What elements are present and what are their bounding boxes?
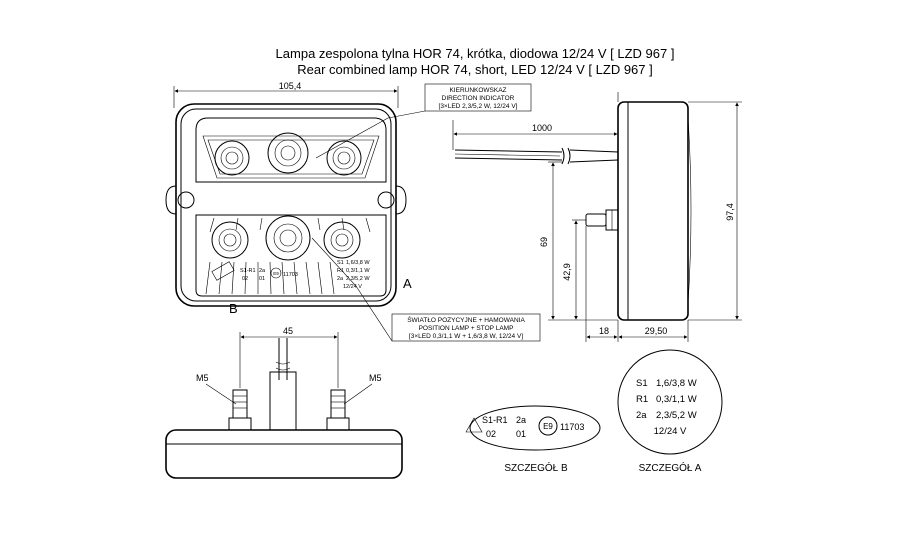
marker-a: A [403,276,412,291]
height-total-dim: 97,4 [725,203,735,221]
svg-text:01: 01 [516,429,526,439]
svg-text:S1: S1 [337,260,344,266]
svg-text:2a: 2a [337,276,344,282]
svg-text:R1: R1 [636,394,648,405]
svg-text:01: 01 [259,276,265,282]
svg-text:S1-R1: S1-R1 [240,268,256,274]
svg-text:E9: E9 [543,422,553,431]
detail-a: S1 1,6/3,8 W R1 0,3/1,1 W 2a 2,3/5,2 W 1… [617,349,723,474]
svg-text:2,3/5,2 W: 2,3/5,2 W [346,276,370,282]
stud-low-dim: 42,9 [562,263,572,281]
position-stop-section [195,214,387,297]
detail-b-caption: SZCZEGÓŁ B [504,461,568,474]
svg-text:KIERUNKOWSKAZ: KIERUNKOWSKAZ [449,87,506,94]
svg-text:E9: E9 [273,271,279,276]
side-offset-dim: 18 [599,326,609,336]
svg-text:1,6/3,8 W: 1,6/3,8 W [346,260,370,266]
stud-spacing-dim: 45 [283,326,293,336]
indicator-leds [214,132,362,176]
svg-text:ŚWIATŁO POZYCYJNE + HAMOWANIA: ŚWIATŁO POZYCYJNE + HAMOWANIA [407,315,525,324]
lamp-housing-outline [175,103,397,307]
bottom-view: 45 M5 M5 [165,326,403,479]
detail-a-voltage: 12/24 V [654,426,687,437]
drawing-title-english: Rear combined lamp HOR 74, short, LED 12… [297,62,653,77]
svg-text:12/24 V: 12/24 V [343,284,362,290]
stud-right [326,389,350,431]
front-view: 105,4 [165,81,412,316]
svg-text:2,3/5,2 W: 2,3/5,2 W [656,410,697,421]
detail-b: S1-R1 2a 02 01 E9 11703 SZCZEGÓŁ B [465,405,601,474]
svg-text:POSITION LAMP + STOP LAMP: POSITION LAMP + STOP LAMP [419,325,514,332]
side-depth-dim: 29,50 [645,326,668,336]
indicator-section [195,117,387,183]
stud-left [228,389,252,431]
svg-text:02: 02 [486,429,496,439]
mount-hole-right [377,191,395,209]
svg-text:DIRECTION INDICATOR: DIRECTION INDICATOR [442,95,515,102]
front-mark-b: S1-R1 2a 02 01 E9 11703 [211,261,298,282]
thread-label-left: M5 [196,373,209,383]
front-width-dim: 105,4 [279,81,302,91]
callout-indicator: KIERUNKOWSKAZ DIRECTION INDICATOR [3×LED… [315,83,532,159]
svg-text:S1-R1: S1-R1 [482,415,508,425]
side-stud [585,213,607,227]
svg-text:[3×LED 2,3/5,2 W, 12/24 V]: [3×LED 2,3/5,2 W, 12/24 V] [439,103,518,110]
detail-b-approval: 11703 [560,422,584,432]
svg-text:S1: S1 [636,378,648,389]
drawing-title-polish: Lampa zespolona tylna HOR 74, krótka, di… [275,46,675,61]
svg-text:11703: 11703 [283,272,298,278]
thread-label-right: M5 [369,373,382,383]
cable-length-dim: 1000 [532,123,552,133]
stud-height-dim: 69 [539,237,549,247]
svg-text:R1: R1 [337,268,344,274]
svg-text:2a: 2a [636,410,647,421]
detail-a-caption: SZCZEGÓŁ A [639,461,702,474]
side-view: 1000 97,4 69 42,9 18 29,50 [452,92,742,342]
svg-text:2a: 2a [516,415,526,425]
svg-text:[3×LED 0,3/1,1 W + 1,6/3,8 W,: [3×LED 0,3/1,1 W + 1,6/3,8 W, 12/24 V] [409,333,523,340]
svg-text:2a: 2a [259,268,266,274]
svg-text:0,3/1,1 W: 0,3/1,1 W [656,394,697,405]
front-mark-a: S1 1,6/3,8 W R1 0,3/1,1 W 2a 2,3/5,2 W 1… [337,260,370,290]
svg-text:0,3/1,1 W: 0,3/1,1 W [346,268,370,274]
svg-text:02: 02 [242,276,248,282]
callout-position: ŚWIATŁO POZYCYJNE + HAMOWANIA POSITION L… [311,237,541,342]
position-stop-leds [211,215,361,261]
bottom-housing-outline [165,429,403,479]
mount-hole-left [177,191,195,209]
marker-b: B [229,301,238,316]
svg-text:1,6/3,8 W: 1,6/3,8 W [656,378,697,389]
